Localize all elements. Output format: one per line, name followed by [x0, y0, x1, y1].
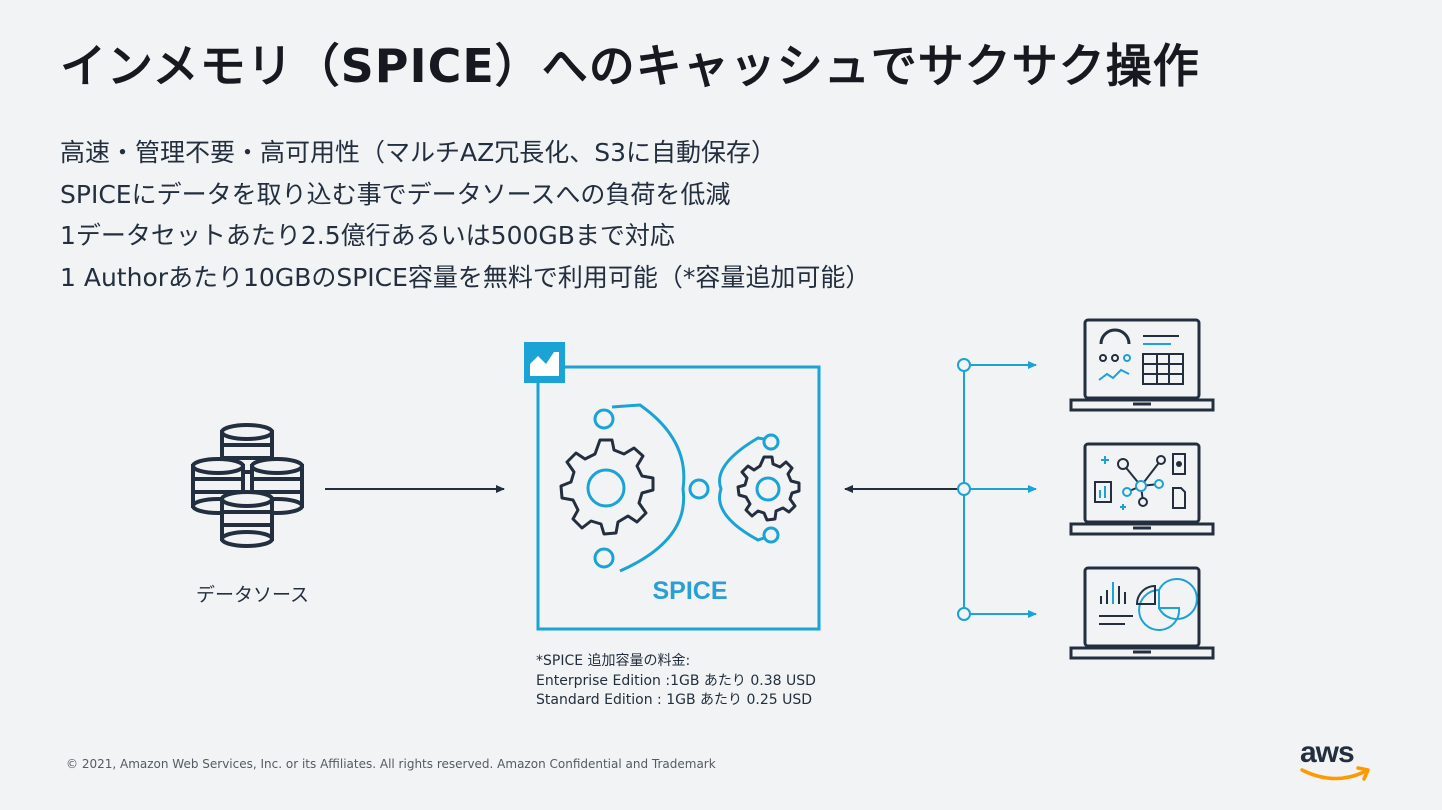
bullet-item: 1 Authorあたり10GBのSPICE容量を無料で利用可能（*容量追加可能）	[60, 262, 871, 292]
datasource-label: データソース	[196, 584, 310, 606]
spice-box	[536, 365, 821, 631]
gear-icon	[559, 438, 655, 536]
spice-label: SPICE	[652, 577, 728, 605]
bullet-item: SPICEにデータを取り込む事でデータソースへの負荷を低減	[60, 179, 731, 209]
pricing-note: *SPICE 追加容量の料金: Enterprise Edition :1GB …	[536, 652, 816, 711]
processing-flow	[593, 403, 780, 573]
pricing-line: *SPICE 追加容量の料金:	[536, 653, 691, 669]
bullet-item: 1データセットあたり2.5億行あるいは500GBまで対応	[60, 221, 675, 250]
database-icon	[191, 423, 304, 548]
charts-laptop-icon	[1069, 566, 1215, 660]
pricing-line: Enterprise Edition :1GB あたり 0.38 USD	[536, 672, 816, 689]
ml-insights-laptop-icon	[1069, 442, 1215, 536]
slide-title: インメモリ（SPICE）へのキャッシュでサクサク操作	[60, 39, 1200, 93]
pricing-line: Standard Edition : 1GB あたり 0.25 USD	[536, 692, 812, 708]
aws-logo-text: aws	[1300, 736, 1354, 769]
dashboard-laptop-icon	[1069, 318, 1215, 412]
distribution-hub	[957, 358, 1037, 621]
gear-icon	[736, 455, 801, 522]
copyright-footer: © 2021, Amazon Web Services, Inc. or its…	[66, 757, 716, 771]
bullet-item: 高速・管理不要・高可用性（マルチAZ冗長化、S3に自動保存）	[60, 138, 777, 167]
bullet-list: 高速・管理不要・高可用性（マルチAZ冗長化、S3に自動保存） SPICEにデータ…	[60, 132, 870, 298]
quicksight-logo-icon	[524, 342, 565, 383]
aws-logo: aws	[1300, 736, 1370, 781]
